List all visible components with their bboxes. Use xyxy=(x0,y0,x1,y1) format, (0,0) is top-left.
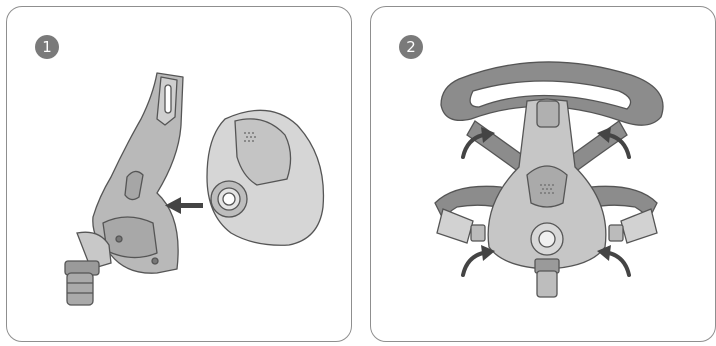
frame-and-cushion-illustration xyxy=(64,72,325,306)
rotation-arrowheads xyxy=(481,127,611,261)
vent-dots xyxy=(540,184,554,194)
step-number-badge: 2 xyxy=(399,35,423,59)
headgear-top-strap xyxy=(440,61,664,126)
step-2-panel: 2 xyxy=(370,6,716,342)
elbow-connector xyxy=(64,231,112,306)
rotation-arrows xyxy=(461,133,631,277)
step-1-panel: 1 xyxy=(6,6,352,342)
mask-cushion xyxy=(206,109,325,246)
assembled-mask-headgear-illustration xyxy=(434,61,664,298)
vent-dots xyxy=(244,132,256,142)
insert-arrow xyxy=(165,197,203,214)
headgear-clips xyxy=(436,208,658,244)
assembled-mask xyxy=(487,98,607,298)
step-number-badge: 1 xyxy=(35,35,59,59)
